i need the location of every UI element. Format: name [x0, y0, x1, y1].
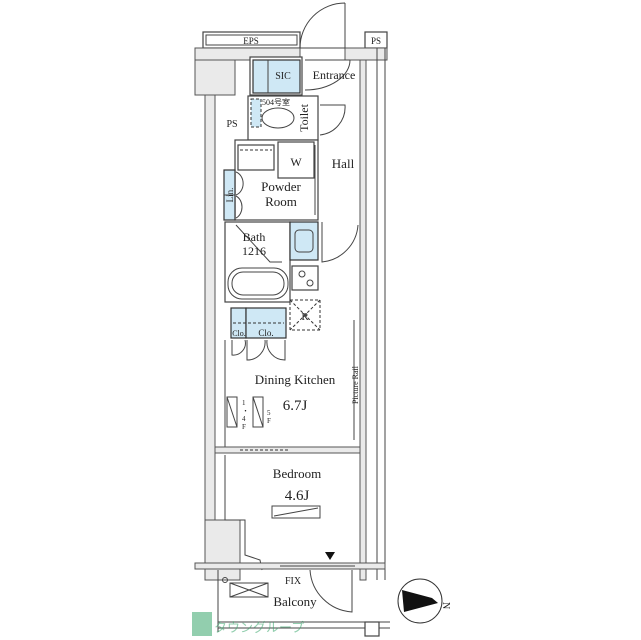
- wash-label: W: [290, 155, 302, 169]
- ps-left-label: PS: [226, 119, 237, 130]
- stove-icon: [291, 265, 319, 291]
- svg-text:N: N: [440, 602, 451, 609]
- svg-text:5: 5: [267, 409, 271, 417]
- bedroom-size: 4.6J: [285, 488, 310, 504]
- washer-icon: [277, 141, 315, 179]
- bathtub-icon: [227, 267, 289, 300]
- left-column: [194, 59, 236, 96]
- ps-top-label: PS: [371, 36, 381, 46]
- kitchen-sink: [289, 221, 319, 261]
- hall-label: Hall: [332, 156, 355, 171]
- bath-label-2: 1216: [242, 244, 266, 258]
- svg-text:F: F: [242, 423, 246, 431]
- eps-label: EPS: [243, 36, 259, 46]
- window-marker: [325, 552, 335, 560]
- watermark-logo: タウングループ: [192, 612, 304, 636]
- dining-kitchen-label: Dining Kitchen: [255, 372, 336, 387]
- balcony-label: Balcony: [273, 594, 317, 609]
- sink-icon: [237, 144, 275, 171]
- powder-room-label-1: Powder: [261, 179, 301, 194]
- entrance-label: Entrance: [313, 68, 356, 82]
- svg-text:F: F: [267, 417, 271, 425]
- toilet-icon: [261, 107, 295, 129]
- dining-kitchen-size: 6.7J: [283, 398, 308, 414]
- fridge-space: [289, 299, 321, 331]
- right-wall: [359, 59, 367, 581]
- compass-icon: N: [397, 578, 451, 624]
- unit-label: 504号室: [262, 97, 290, 107]
- outdoor-unit: [229, 582, 269, 598]
- sic-label: SIC: [275, 71, 291, 82]
- svg-text:・: ・: [242, 407, 249, 415]
- closet-small-label: Clo.: [232, 329, 246, 338]
- ac-unit: [271, 505, 321, 519]
- bedroom-label: Bedroom: [273, 466, 321, 481]
- bath-label-1: Bath: [243, 230, 266, 244]
- bedroom: [224, 455, 263, 571]
- svg-text:4: 4: [242, 415, 246, 423]
- fix-label: FIX: [285, 576, 302, 587]
- fridge-label: R: [301, 311, 309, 323]
- floor-1-4-label: 1 ・ 4 F: [242, 399, 249, 431]
- entrance-door: [299, 2, 346, 49]
- svg-text:タウングループ: タウングループ: [214, 621, 304, 636]
- picture-rail-label: Picture Rail: [351, 365, 360, 404]
- floor-indicator: [226, 396, 238, 428]
- powder-room-label-2: Room: [265, 194, 297, 209]
- linen-label: Lin.: [225, 188, 235, 203]
- toilet-label: Toilet: [297, 103, 311, 131]
- floor-5-label: 5 F: [267, 409, 271, 425]
- closet-label: Clo.: [258, 328, 273, 338]
- svg-text:1: 1: [242, 399, 246, 407]
- sic-closet: [252, 59, 301, 94]
